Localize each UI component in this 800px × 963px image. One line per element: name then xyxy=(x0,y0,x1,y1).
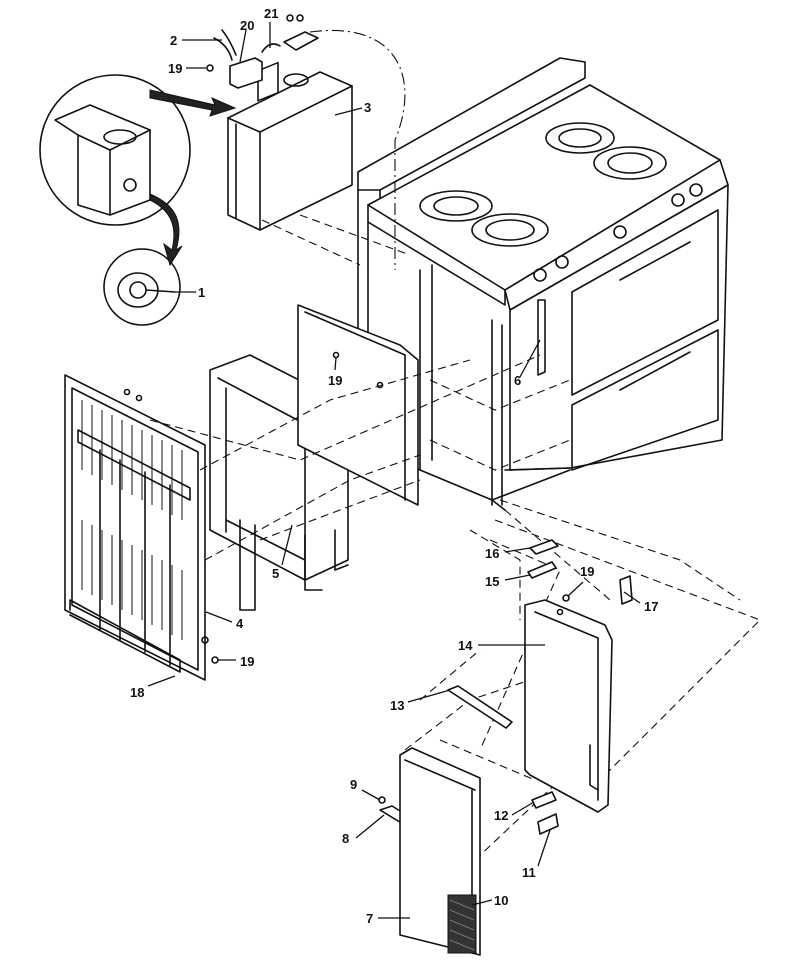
callout-6: 6 xyxy=(514,373,521,388)
oven-back-panel xyxy=(64,374,206,681)
callout-8: 8 xyxy=(342,831,349,846)
assembly-guide-lines xyxy=(149,29,761,861)
leader-lines xyxy=(147,22,641,919)
vent-grille xyxy=(447,894,477,954)
callout-12: 12 xyxy=(494,808,508,823)
callout-21: 21 xyxy=(264,6,278,21)
callout-3: 3 xyxy=(364,100,371,115)
callout-11: 11 xyxy=(522,865,536,880)
front-kick-panel xyxy=(399,747,481,956)
callout-18: 18 xyxy=(130,685,144,700)
control-box-assembly xyxy=(213,14,353,231)
callout-13: 13 xyxy=(390,698,404,713)
callout-19-side: 19 xyxy=(580,564,594,579)
callout-20: 20 xyxy=(240,18,254,33)
callout-14: 14 xyxy=(458,638,473,653)
range-cabinet xyxy=(357,57,729,511)
inset-arrow-lower xyxy=(149,193,183,267)
callout-15: 15 xyxy=(485,574,499,589)
callout-19-screw-top: 19 xyxy=(168,61,182,76)
inset-arrow-upper xyxy=(149,89,237,117)
detail-inset-large xyxy=(39,74,191,226)
side-panel xyxy=(524,599,613,813)
callout-2: 2 xyxy=(170,33,177,48)
rear-partition-panel xyxy=(297,304,419,506)
callout-17: 17 xyxy=(644,599,658,614)
callout-7: 7 xyxy=(366,911,373,926)
callout-19-bottom: 19 xyxy=(240,654,254,669)
callout-1: 1 xyxy=(198,285,205,300)
callout-4: 4 xyxy=(236,616,244,631)
callout-5: 5 xyxy=(272,566,279,581)
callout-9: 9 xyxy=(350,777,357,792)
callout-19-partition: 19 xyxy=(328,373,342,388)
callout-10: 10 xyxy=(494,893,508,908)
callout-labels: 1 2 3 4 5 6 7 8 9 10 11 12 13 14 15 16 1… xyxy=(130,6,658,926)
callout-16: 16 xyxy=(485,546,499,561)
detail-inset-small xyxy=(103,248,181,326)
